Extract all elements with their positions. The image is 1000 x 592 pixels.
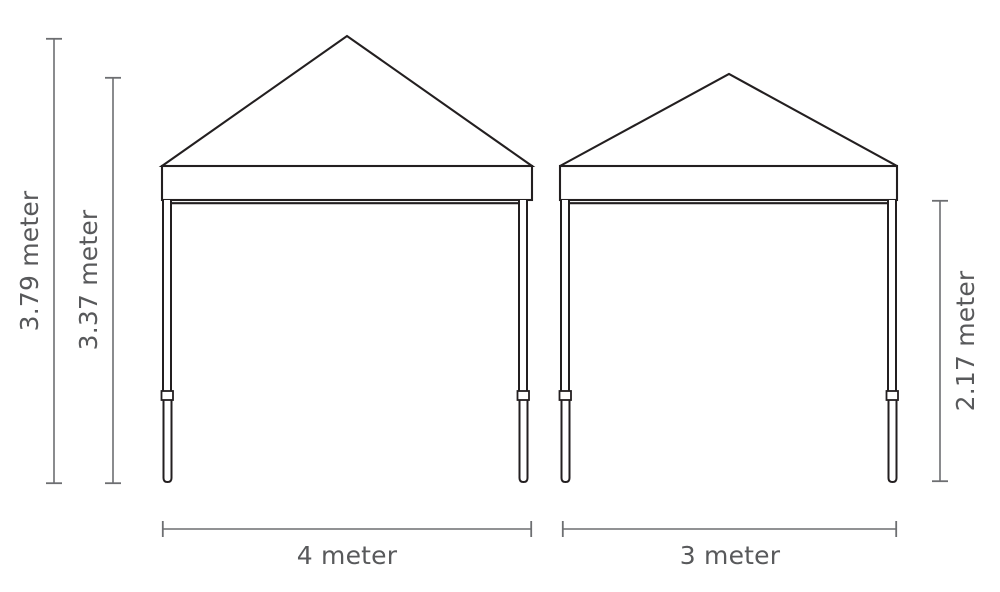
dimension-label-3-79-meter: 3.79 meter bbox=[15, 190, 44, 331]
dimension-label-2-17-meter: 2.17 meter bbox=[951, 270, 980, 411]
dimension-left-inner-height: 3.37 meter bbox=[74, 76, 121, 485]
small-canopy-right-leg-lower bbox=[887, 393, 898, 484]
dimension-right-width: 3 meter bbox=[561, 521, 898, 570]
small-canopy-left-leg-collar bbox=[558, 390, 572, 401]
small-canopy bbox=[558, 72, 899, 484]
small-canopy-left-leg-lower bbox=[560, 393, 571, 484]
small-canopy-left-leg-upper bbox=[560, 200, 570, 399]
large-canopy-valance bbox=[160, 164, 534, 202]
large-canopy-right-leg-lower bbox=[518, 393, 529, 484]
large-canopy-right-leg-collar bbox=[516, 390, 530, 401]
dimension-right-height: 2.17 meter bbox=[932, 199, 980, 483]
large-canopy-left-leg-collar bbox=[160, 390, 174, 401]
dimension-label-3-meter: 3 meter bbox=[680, 541, 781, 570]
dimension-left-outer-height: 3.79 meter bbox=[15, 37, 62, 485]
dimension-left-width: 4 meter bbox=[161, 521, 533, 570]
dimension-label-3-37-meter: 3.37 meter bbox=[74, 209, 103, 350]
large-canopy-left-leg-lower bbox=[162, 393, 173, 484]
large-canopy bbox=[158, 34, 536, 484]
dimension-label-4-meter: 4 meter bbox=[297, 541, 398, 570]
small-canopy-valance bbox=[558, 164, 899, 202]
small-canopy-right-leg-collar bbox=[885, 390, 899, 401]
small-canopy-right-leg-upper bbox=[887, 200, 897, 399]
large-canopy-right-leg-upper bbox=[518, 200, 528, 399]
large-canopy-left-leg-upper bbox=[162, 200, 172, 399]
